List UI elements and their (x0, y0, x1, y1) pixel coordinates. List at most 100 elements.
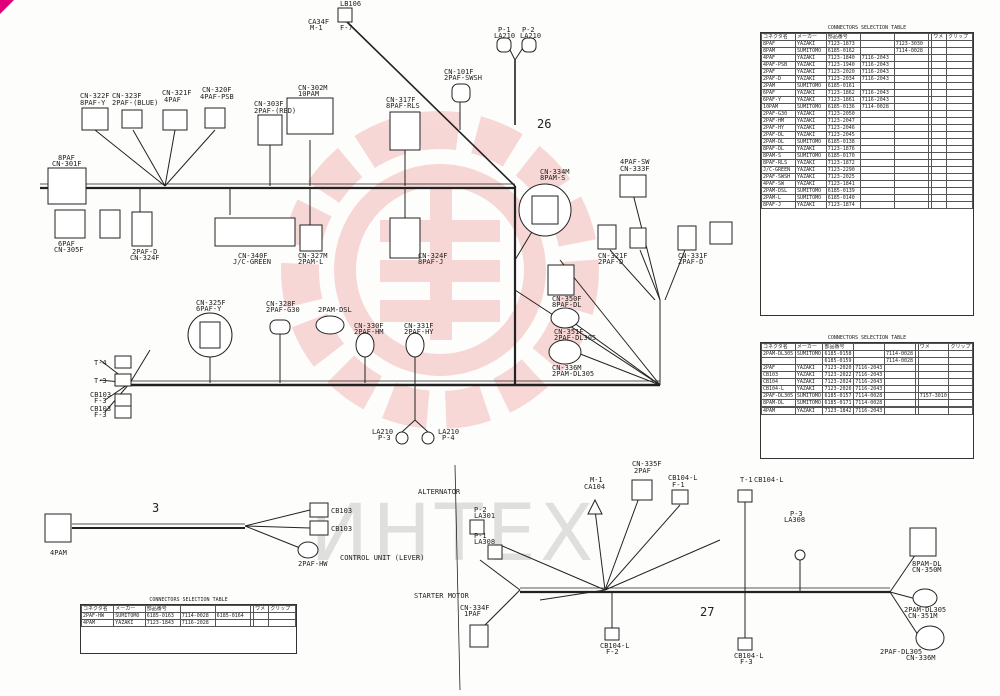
table-cell (931, 82, 947, 90)
table-cell: YAZAKI (795, 131, 827, 139)
svg-text:LB106: LB106 (340, 0, 361, 8)
table-cell (859, 117, 895, 125)
svg-text:CA104: CA104 (584, 483, 605, 491)
connector-8pamdl (909, 527, 937, 557)
table-cell (893, 82, 929, 90)
table-cell: CB104-L (761, 385, 796, 393)
connector-cn322f (81, 107, 109, 131)
svg-text:CA34F: CA34F (308, 18, 329, 26)
table-cell (883, 343, 916, 351)
table-cell (917, 371, 950, 379)
table-cell: 7123-2290 (825, 166, 861, 174)
svg-text:CN-351F: CN-351F (554, 328, 584, 336)
top-connector-group (47, 7, 733, 445)
svg-text:CN-331F: CN-331F (678, 252, 708, 260)
svg-text:8PAF-J: 8PAF-J (418, 258, 443, 266)
table-header-row: コネクタ名メーカー部品番号ワメクリップ (760, 33, 974, 41)
table-cell: クリップ (268, 605, 296, 613)
svg-text:M-1: M-1 (310, 24, 323, 32)
connector-cn303f (257, 114, 283, 146)
svg-text:P-3: P-3 (790, 510, 803, 518)
svg-text:F-3: F-3 (94, 397, 107, 405)
table-cell (253, 619, 270, 627)
svg-text:2PAF-D: 2PAF-D (132, 248, 157, 256)
svg-text:CB103: CB103 (90, 391, 111, 399)
table-cell (931, 166, 947, 174)
svg-text:2PAF-(RED): 2PAF-(RED) (254, 107, 296, 115)
svg-text:CN-336M: CN-336M (906, 654, 936, 662)
harness-3 (44, 502, 329, 559)
table-cell: 6185-0163 (144, 612, 181, 620)
connector-p2-la301 (469, 519, 485, 535)
table-cell: SUMITOMO (794, 350, 824, 358)
connector-cn320f (204, 107, 226, 129)
table-cell: 7116-2043 (853, 385, 885, 393)
table-cell: YAZAKI (794, 378, 824, 386)
table-cell (931, 117, 947, 125)
table-cell: 7114-0028 (893, 47, 929, 55)
svg-text:CB104-L: CB104-L (754, 476, 784, 484)
connector-cn305f (54, 209, 86, 239)
table-cell (931, 96, 947, 104)
svg-text:CN-305F: CN-305F (54, 246, 84, 254)
svg-text:LA210: LA210 (520, 32, 541, 40)
table-cell (945, 187, 974, 195)
table-cell: 7123-2047 (825, 117, 861, 125)
table-cell: YAZAKI (795, 173, 827, 181)
table-cell (859, 131, 895, 139)
table-cell: 6PAF-Y (760, 96, 797, 104)
table-cell: YAZAKI (794, 371, 824, 379)
table-cell (893, 96, 929, 104)
table-cell: 6185-0138 (825, 138, 861, 146)
table-cell (893, 152, 929, 160)
connector-cn330f (355, 332, 375, 358)
table-cell (883, 407, 916, 415)
svg-text:T-1: T-1 (740, 476, 753, 484)
table-cell: 2PAF-D (760, 75, 797, 83)
svg-text:LA308: LA308 (784, 516, 805, 524)
svg-text:CN-324F: CN-324F (130, 254, 160, 262)
connector-cn324f (389, 217, 421, 259)
table-cell (931, 103, 947, 111)
table-cell (945, 110, 974, 118)
table-cell (859, 187, 895, 195)
svg-text:LA210: LA210 (438, 428, 459, 436)
svg-text:CN-324F: CN-324F (418, 252, 448, 260)
connector-4pafsw (619, 174, 647, 198)
table-cell: YAZAKI (113, 619, 146, 627)
connector-cn351f (550, 307, 580, 329)
table-cell: 7123-2026 (822, 385, 855, 393)
table-cell: YAZAKI (795, 180, 827, 188)
connector-la210-p4 (421, 431, 435, 445)
svg-text:CN-336M: CN-336M (552, 364, 582, 372)
svg-text:LA301: LA301 (474, 512, 495, 520)
table-cell: YAZAKI (795, 201, 827, 209)
table-cell (945, 103, 974, 111)
table-cell (948, 407, 973, 415)
connector-cn101f (451, 83, 471, 103)
table-cell (931, 61, 947, 69)
table-cell: 8PAM-DL (761, 399, 796, 407)
table-cell: 2PAF-G30 (760, 110, 797, 118)
connector-cb103-c (309, 502, 329, 518)
svg-text:2PAF-HM: 2PAF-HM (354, 328, 384, 336)
table-cell: 7116-2043 (853, 364, 885, 372)
table-cell (859, 145, 895, 153)
table-cell (214, 619, 251, 627)
table-cell (859, 173, 895, 181)
corner-marker (0, 0, 14, 14)
table-cell (893, 33, 929, 41)
table-cell (945, 173, 974, 181)
svg-text:2PAF-G30: 2PAF-G30 (266, 306, 300, 314)
table-cell: 7123-1872 (825, 159, 861, 167)
svg-text:F-7: F-7 (340, 24, 353, 32)
svg-text:CN-340F: CN-340F (238, 252, 268, 260)
